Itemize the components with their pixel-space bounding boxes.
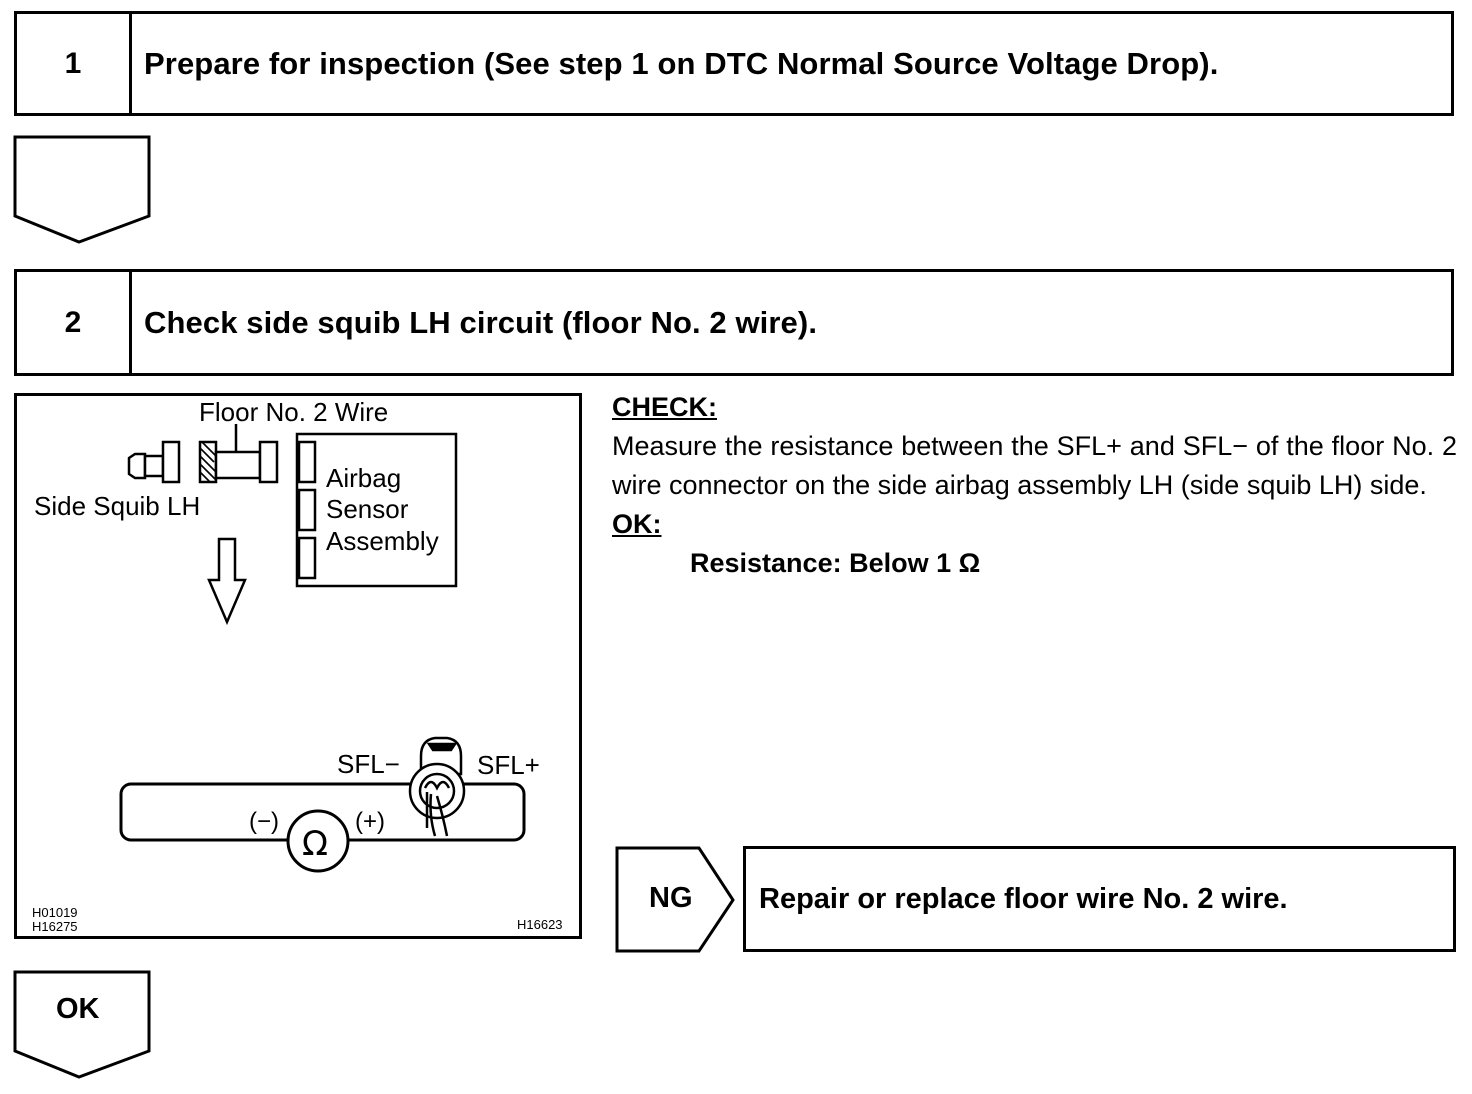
hatched-connector: [198, 440, 218, 484]
floor-wire-label: Floor No. 2 Wire: [199, 397, 389, 427]
sfl-plus-label: SFL+: [477, 750, 540, 780]
airbag-label-line1: Airbag: [326, 463, 402, 493]
step-1-title: Prepare for inspection (See step 1 on DT…: [144, 45, 1219, 81]
ohmmeter-icon: [286, 809, 350, 873]
check-section: CHECK: Measure the resistance between th…: [612, 388, 1457, 583]
step-1-box: 1 Prepare for inspection (See step 1 on …: [14, 11, 1454, 116]
airbag-label-line2: Sensor: [326, 494, 409, 524]
step-2-title: Check side squib LH circuit (floor No. 2…: [144, 304, 818, 340]
ng-action-box: Repair or replace floor wire No. 2 wire.: [743, 846, 1456, 952]
side-squib-connector: [127, 440, 181, 484]
airbag-label-line3: Assembly: [326, 526, 439, 556]
ok-label: OK: [56, 993, 100, 1025]
step-2-number: 2: [17, 272, 132, 373]
probe-plus-label: (+): [355, 808, 385, 835]
ok-specification: Resistance: Below 1 Ω: [690, 548, 981, 578]
check-instructions: Measure the resistance between the SFL+ …: [612, 431, 1457, 500]
sfl-minus-label: SFL−: [337, 749, 400, 779]
ohm-symbol: Ω: [302, 824, 328, 864]
diagram-drawing: [119, 424, 526, 873]
inspection-diagram: Floor No. 2 Wire Side Squib LH Airbag Se…: [14, 393, 582, 939]
figure-ref-right: H16623: [517, 917, 563, 932]
ng-action-text: Repair or replace floor wire No. 2 wire.: [759, 882, 1288, 915]
step-1-number: 1: [17, 14, 132, 113]
ng-badge: [615, 846, 735, 953]
wire-connector-icon: [408, 736, 466, 837]
probe-minus-label: (−): [249, 808, 279, 835]
down-arrow-icon: [207, 537, 247, 626]
check-heading: CHECK:: [612, 392, 717, 422]
flow-arrow: [13, 135, 151, 244]
floor-wire: [214, 424, 279, 484]
figure-ref-left: H01019 H16275: [32, 905, 78, 934]
ok-heading: OK:: [612, 509, 662, 539]
ng-label: NG: [649, 882, 693, 914]
ok-badge: [13, 970, 151, 1079]
step-2-box: 2 Check side squib LH circuit (floor No.…: [14, 269, 1454, 376]
airbag-sensor-box: [295, 432, 458, 588]
side-squib-label: Side Squib LH: [34, 491, 201, 521]
